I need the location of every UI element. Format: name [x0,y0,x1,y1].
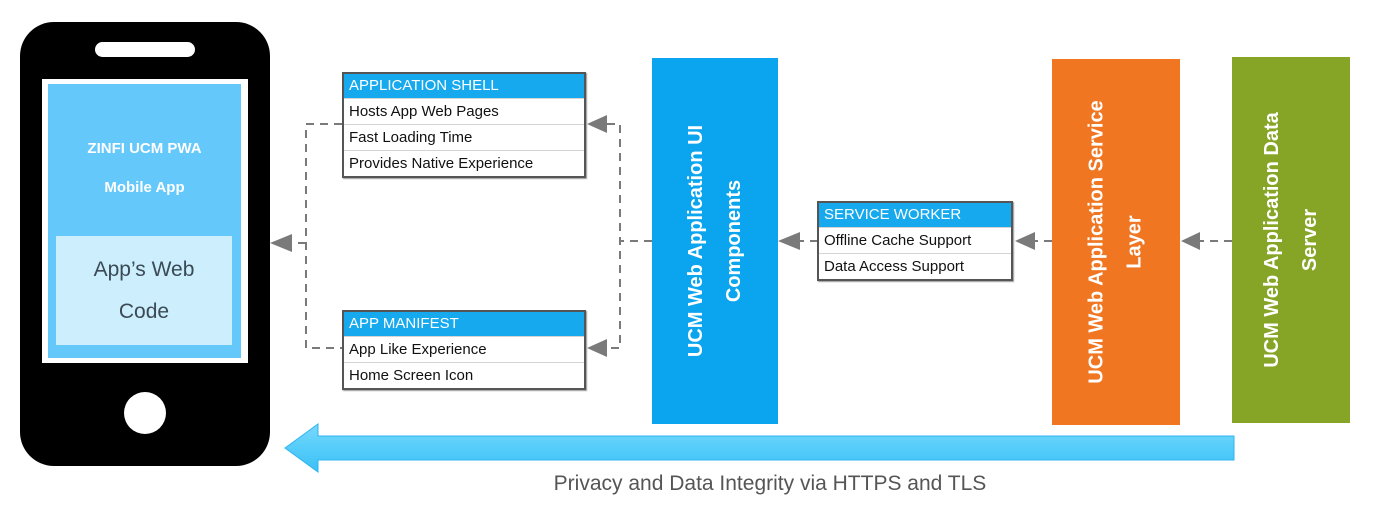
table-row: Fast Loading Time [344,124,584,150]
table-row: Data Access Support [819,253,1011,279]
app-title-line2: Mobile App [104,179,185,196]
service-worker-header: SERVICE WORKER [819,203,1011,227]
web-code-line1: App’s Web [93,257,195,281]
phone-home-button [124,392,166,434]
web-code-line2: Code [118,299,170,323]
ui-components-column: UCM Web Application UI Components [652,58,778,424]
data-server-label: UCM Web Application Data Server [1261,112,1322,368]
arrowhead-worker [1015,232,1035,250]
application-shell-table: APPLICATION SHELL Hosts App Web Pages Fa… [342,72,586,178]
arrowhead-manifest [587,339,607,357]
arrowhead-shell [587,115,607,133]
shell-to-phone-connector [305,123,342,349]
https-arrow [284,423,1235,473]
arrowhead-service [1181,232,1200,250]
data-server-column: UCM Web Application Data Server [1232,57,1350,423]
service-worker-table: SERVICE WORKER Offline Cache Support Dat… [817,201,1013,281]
arrowhead-phone [270,234,292,252]
ui-components-label: UCM Web Application UI Components [685,124,745,358]
service-layer-column: UCM Web Application Service Layer [1052,59,1180,425]
app-title-line1: ZINFI UCM PWA [87,140,202,157]
https-caption: Privacy and Data Integrity via HTTPS and… [553,472,987,495]
app-manifest-table: APP MANIFEST App Like Experience Home Sc… [342,310,586,390]
application-shell-header: APPLICATION SHELL [344,74,584,98]
app-manifest-header: APP MANIFEST [344,312,584,336]
table-row: Home Screen Icon [344,362,584,388]
table-row: Hosts App Web Pages [344,98,584,124]
service-layer-label: UCM Web Application Service Layer [1086,100,1147,384]
app-title: ZINFI UCM PWA Mobile App [48,138,241,199]
table-row: Provides Native Experience [344,150,584,176]
ui-bracket [607,123,621,349]
web-code-box: App’s Web Code [56,236,232,345]
arrowhead-ui [778,232,800,250]
table-row: App Like Experience [344,336,584,362]
phone-speaker [95,42,195,57]
table-row: Offline Cache Support [819,227,1011,253]
